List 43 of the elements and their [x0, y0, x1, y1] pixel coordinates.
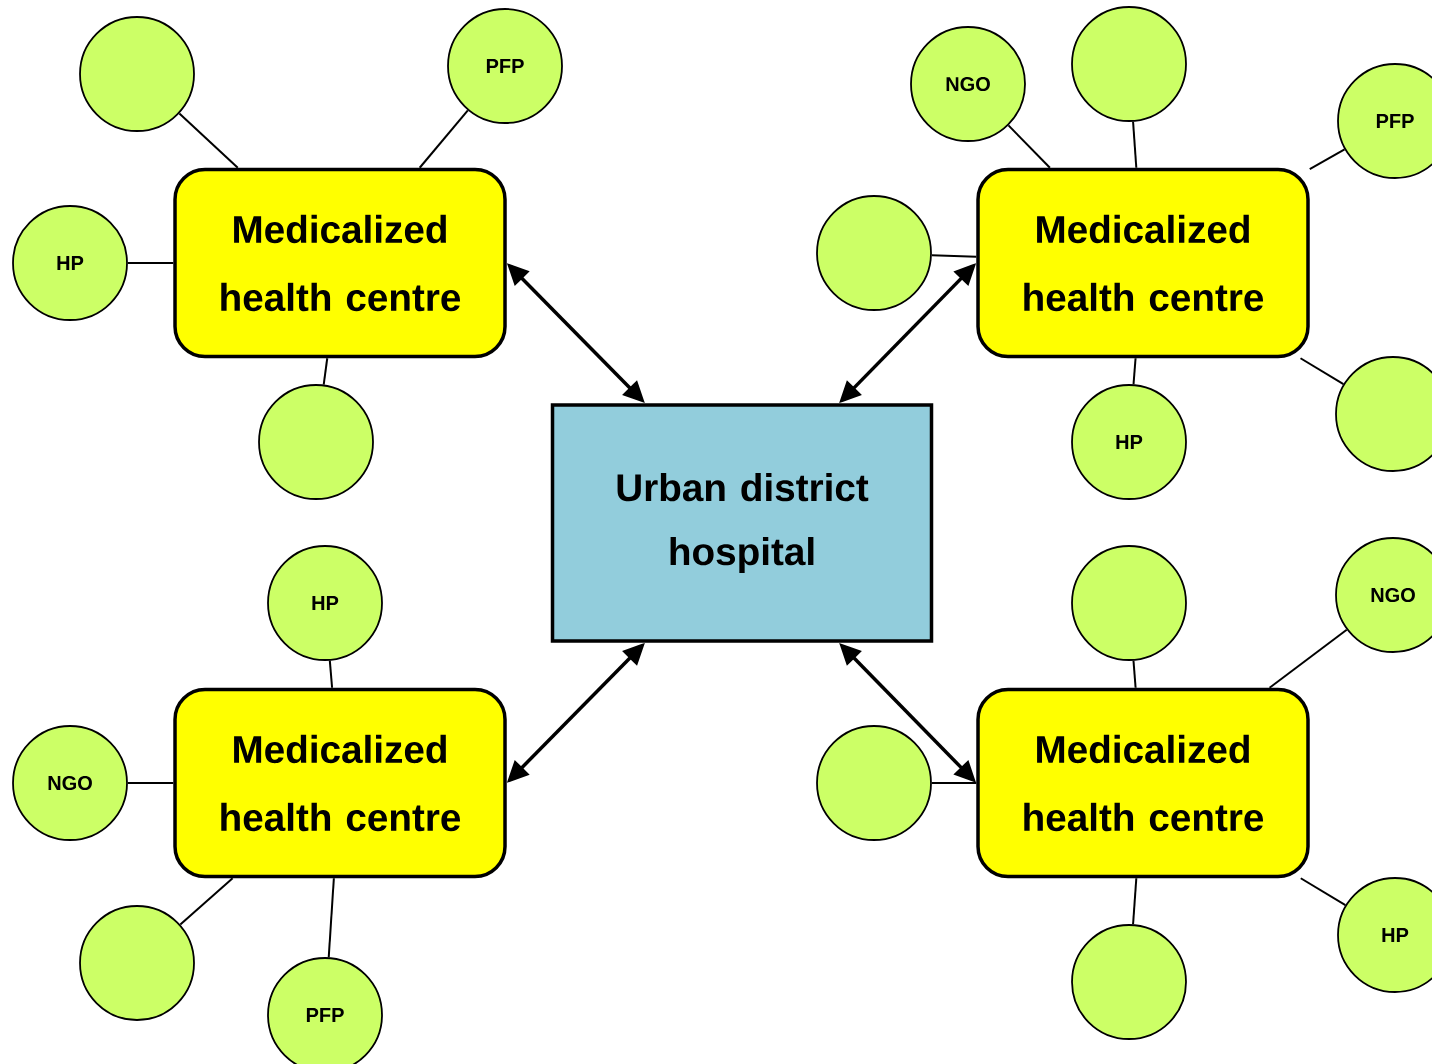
- health-centre-box: Medicalized health centre: [976, 167, 1310, 359]
- connector-line: [322, 357, 329, 386]
- connector-line: [1268, 628, 1348, 689]
- circle-node: [1071, 6, 1187, 122]
- connector-line: [1299, 357, 1345, 386]
- circle-node: [1071, 924, 1187, 1040]
- connector-line: [930, 254, 978, 258]
- health-centre-box: Medicalized health centre: [173, 687, 507, 879]
- circle-node: NGO: [1335, 537, 1432, 653]
- circle-node: HP: [1071, 384, 1187, 500]
- health-centre-box: Medicalized health centre: [173, 167, 507, 359]
- connector-line: [178, 112, 239, 169]
- connector-line: [1132, 659, 1137, 689]
- circle-node: NGO: [12, 725, 128, 841]
- circle-node: [816, 725, 932, 841]
- circle-node: [79, 905, 195, 1021]
- connector-line: [930, 782, 978, 784]
- connector-line: [418, 109, 469, 169]
- circle-node: [258, 384, 374, 500]
- circle-node: PFP: [1337, 63, 1432, 179]
- connector-line: [126, 782, 175, 784]
- connector-line: [328, 659, 334, 689]
- circle-node: [1335, 356, 1432, 472]
- connector-line: [1007, 124, 1051, 169]
- connector-line: [1299, 877, 1347, 907]
- connector-line: [126, 262, 175, 264]
- circle-node: HP: [1337, 877, 1432, 993]
- connector-line: [1132, 120, 1138, 169]
- circle-node: [79, 16, 195, 132]
- circle-node: HP: [12, 205, 128, 321]
- circle-node: [1071, 545, 1187, 661]
- connector-line: [1132, 357, 1137, 386]
- circle-node: NGO: [910, 26, 1026, 142]
- circle-node: PFP: [447, 8, 563, 124]
- connector-line: [327, 877, 335, 959]
- health-centre-box: Medicalized health centre: [976, 687, 1310, 879]
- circle-node: HP: [267, 545, 383, 661]
- connector-line: [1308, 148, 1346, 171]
- circle-node: [816, 195, 932, 311]
- connector-line: [1132, 877, 1138, 926]
- connector-line: [179, 877, 234, 926]
- circle-node: PFP: [267, 957, 383, 1064]
- hospital-box: Urban district hospital: [550, 403, 934, 643]
